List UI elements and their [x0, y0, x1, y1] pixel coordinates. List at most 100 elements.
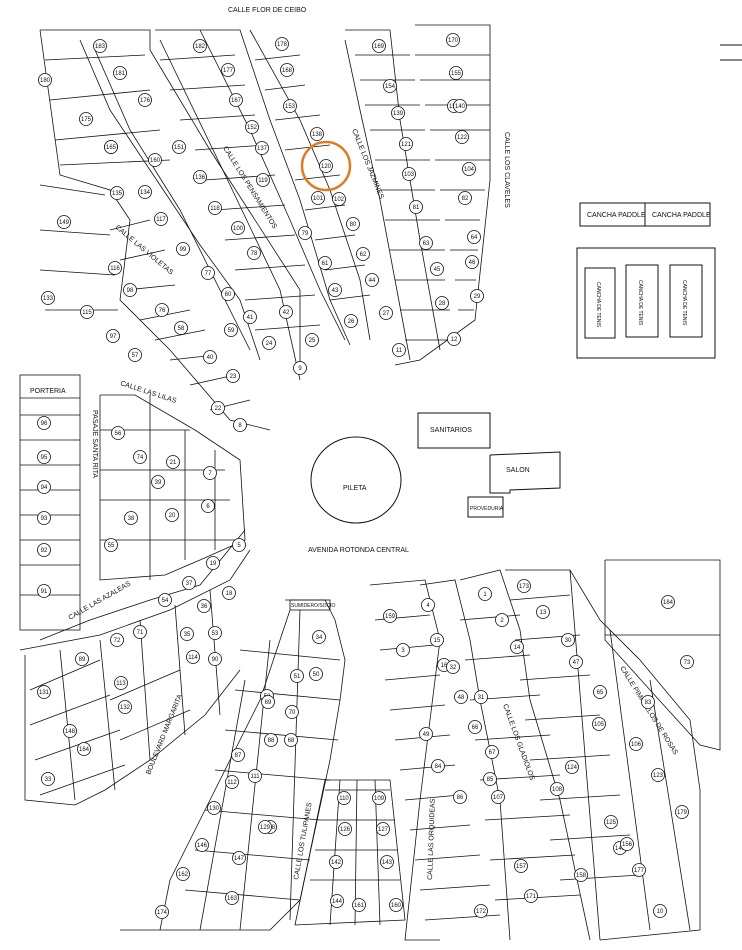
lot-circle — [208, 652, 222, 666]
lot-number: 74 — [137, 455, 144, 461]
lot-circle — [245, 120, 259, 134]
lot-number: 35 — [184, 632, 191, 638]
lot-circle — [641, 695, 655, 709]
lot-154: 154 — [383, 79, 397, 93]
lot-113: 113 — [114, 676, 128, 690]
lot-130: 130 — [207, 801, 221, 815]
lot-circle — [569, 655, 583, 669]
lot-142: 142 — [329, 855, 343, 869]
lot-number: 109 — [374, 796, 385, 802]
lot-circle — [376, 822, 390, 836]
lot-circle — [285, 705, 299, 719]
lot-14: 14 — [510, 640, 524, 654]
lot-19: 19 — [206, 556, 220, 570]
lot-6: 6 — [201, 499, 215, 513]
lot-circle — [550, 782, 564, 796]
lot-circle — [37, 584, 51, 598]
lot-number: 26 — [348, 319, 355, 325]
lot-36: 36 — [197, 599, 211, 613]
lot-number: 18 — [226, 591, 233, 597]
lot-9: 9 — [293, 361, 307, 375]
lot-74: 74 — [133, 450, 147, 464]
lot-26: 26 — [344, 314, 358, 328]
lot-number: 37 — [186, 581, 193, 587]
lot-circle — [620, 837, 634, 851]
lot-51: 51 — [290, 669, 304, 683]
lot-number: 173 — [519, 584, 530, 590]
lot-144: 144 — [330, 894, 344, 908]
lot-circle — [41, 772, 55, 786]
lot-number: 78 — [251, 251, 258, 257]
lot-circle — [491, 790, 505, 804]
lot-circle — [172, 140, 186, 154]
lot-171: 171 — [524, 889, 538, 903]
lot-circle — [453, 99, 467, 113]
lot-number: 174 — [157, 910, 168, 916]
lot-5: 5 — [232, 538, 246, 552]
lot-number: 180 — [40, 78, 51, 84]
lot-circle — [75, 652, 89, 666]
lot-number: 50 — [313, 672, 320, 678]
lot-number: 97 — [110, 334, 117, 340]
lot-circle — [225, 891, 239, 905]
lot-number: 62 — [360, 252, 367, 258]
lot-140: 140 — [453, 99, 467, 113]
lot-168: 168 — [280, 63, 294, 77]
lot-circle — [155, 303, 169, 317]
lot-number: 123 — [653, 773, 664, 779]
lot-number: 86 — [457, 795, 464, 801]
lot-number: 143 — [382, 860, 393, 866]
lot-12: 12 — [447, 332, 461, 346]
lot-circle — [165, 508, 179, 522]
lot-circle — [495, 613, 509, 627]
lot-circle — [106, 329, 120, 343]
lot-180: 180 — [38, 73, 52, 87]
lot-114: 114 — [186, 650, 200, 664]
lot-number: 68 — [288, 738, 295, 744]
lot-119: 119 — [256, 173, 270, 187]
lot-circle — [114, 676, 128, 690]
lot-129: 129 — [258, 820, 272, 834]
lot-62: 62 — [356, 247, 370, 261]
lot-circle — [275, 37, 289, 51]
lot-number: 43 — [332, 288, 339, 294]
lot-circle — [193, 170, 207, 184]
lot-number: 146 — [197, 843, 208, 849]
lot-139: 139 — [391, 106, 405, 120]
lot-80: 80 — [346, 217, 360, 231]
porteria-label: PORTERIA — [30, 388, 66, 395]
lot-number: 127 — [378, 827, 389, 833]
lot-number: 171 — [526, 894, 537, 900]
lot-number: 29 — [474, 294, 481, 300]
lot-circle — [675, 805, 689, 819]
lot-circle — [592, 717, 606, 731]
lot-121: 121 — [399, 137, 413, 151]
lot-15: 15 — [430, 633, 444, 647]
lot-circle — [63, 724, 77, 738]
lot-number: 21 — [170, 460, 177, 466]
lot-number: 137 — [257, 146, 268, 152]
salon-building — [489, 451, 561, 494]
lot-number: 163 — [227, 896, 238, 902]
lot-118: 118 — [208, 201, 222, 215]
lot-22: 22 — [211, 401, 225, 415]
lot-number: 147 — [234, 856, 245, 862]
lot-number: 170 — [448, 38, 459, 44]
lot-165: 165 — [104, 140, 118, 154]
lot-number: 142 — [331, 860, 342, 866]
lot-103: 103 — [402, 167, 416, 181]
lot-number: 148 — [65, 729, 76, 735]
lot-circle — [211, 401, 225, 415]
lot-circle — [524, 889, 538, 903]
lot-number: 24 — [266, 341, 273, 347]
tennis-court-3 — [669, 264, 703, 338]
lot-number: 15 — [434, 638, 441, 644]
lot-circle — [344, 314, 358, 328]
lot-100: 100 — [231, 221, 245, 235]
lot-number: 126 — [340, 827, 351, 833]
lot-176: 176 — [138, 93, 152, 107]
lot-circle — [124, 511, 138, 525]
lot-number: 161 — [354, 903, 365, 909]
